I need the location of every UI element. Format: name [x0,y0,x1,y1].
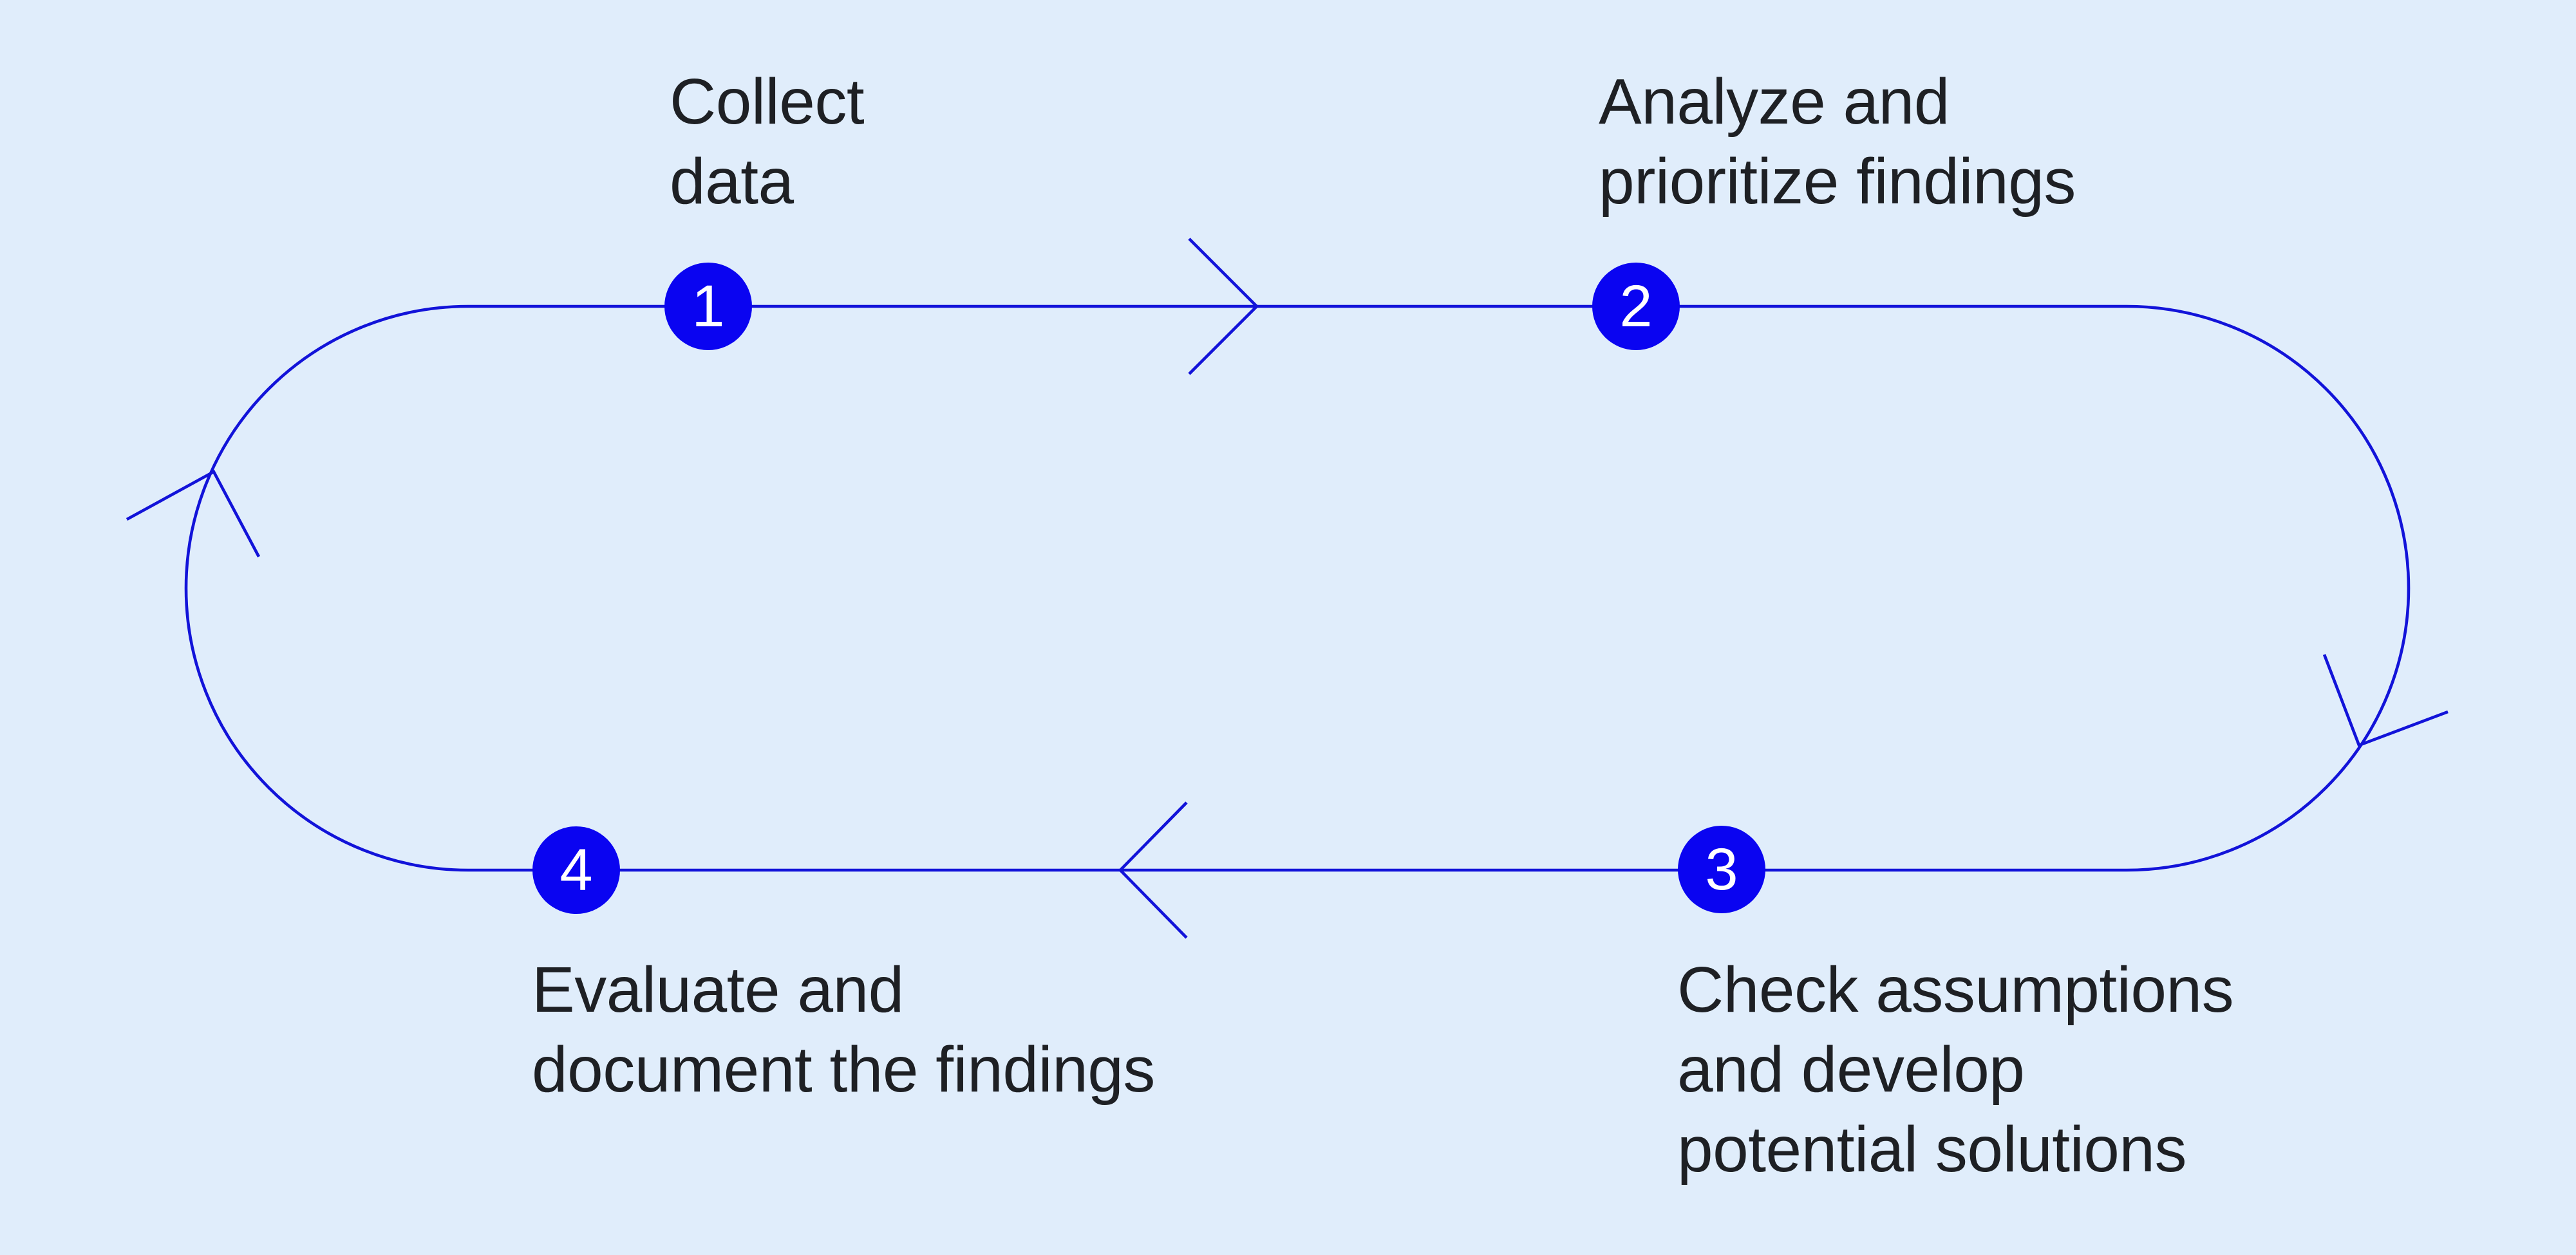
step-node-2: 2 [1592,263,1680,350]
step-label-line: Analyze and [1599,66,1950,138]
step-label-line: Collect [670,66,865,138]
cycle-loop-path [184,304,2411,872]
step-number: 3 [1705,837,1738,902]
step-label-2: Analyze and prioritize findings [1599,62,2076,221]
step-node-4: 4 [532,826,620,914]
step-label-3: Check assumptions and develop potential … [1677,950,2234,1189]
flow-arrow-up-icon [126,469,261,558]
step-node-1: 1 [664,263,752,350]
flow-arrow-down-icon [2322,654,2449,747]
step-label-1: Collect data [670,62,865,221]
step-label-4: Evaluate and document the findings [532,950,1155,1110]
step-label-line: Check assumptions [1677,954,2234,1026]
step-label-line: document the findings [532,1034,1155,1106]
step-label-line: prioritize findings [1599,145,2076,218]
step-number: 4 [559,837,593,903]
step-label-line: Evaluate and [532,954,904,1026]
step-number: 2 [1619,274,1653,339]
step-number: 1 [691,274,725,339]
flow-arrow-left-icon [1118,801,1188,939]
step-label-line: potential solutions [1677,1113,2187,1185]
flow-arrow-right-icon [1188,237,1259,375]
step-label-line: data [670,145,794,218]
step-node-3: 3 [1678,826,1765,913]
step-label-line: and develop [1677,1034,2025,1106]
